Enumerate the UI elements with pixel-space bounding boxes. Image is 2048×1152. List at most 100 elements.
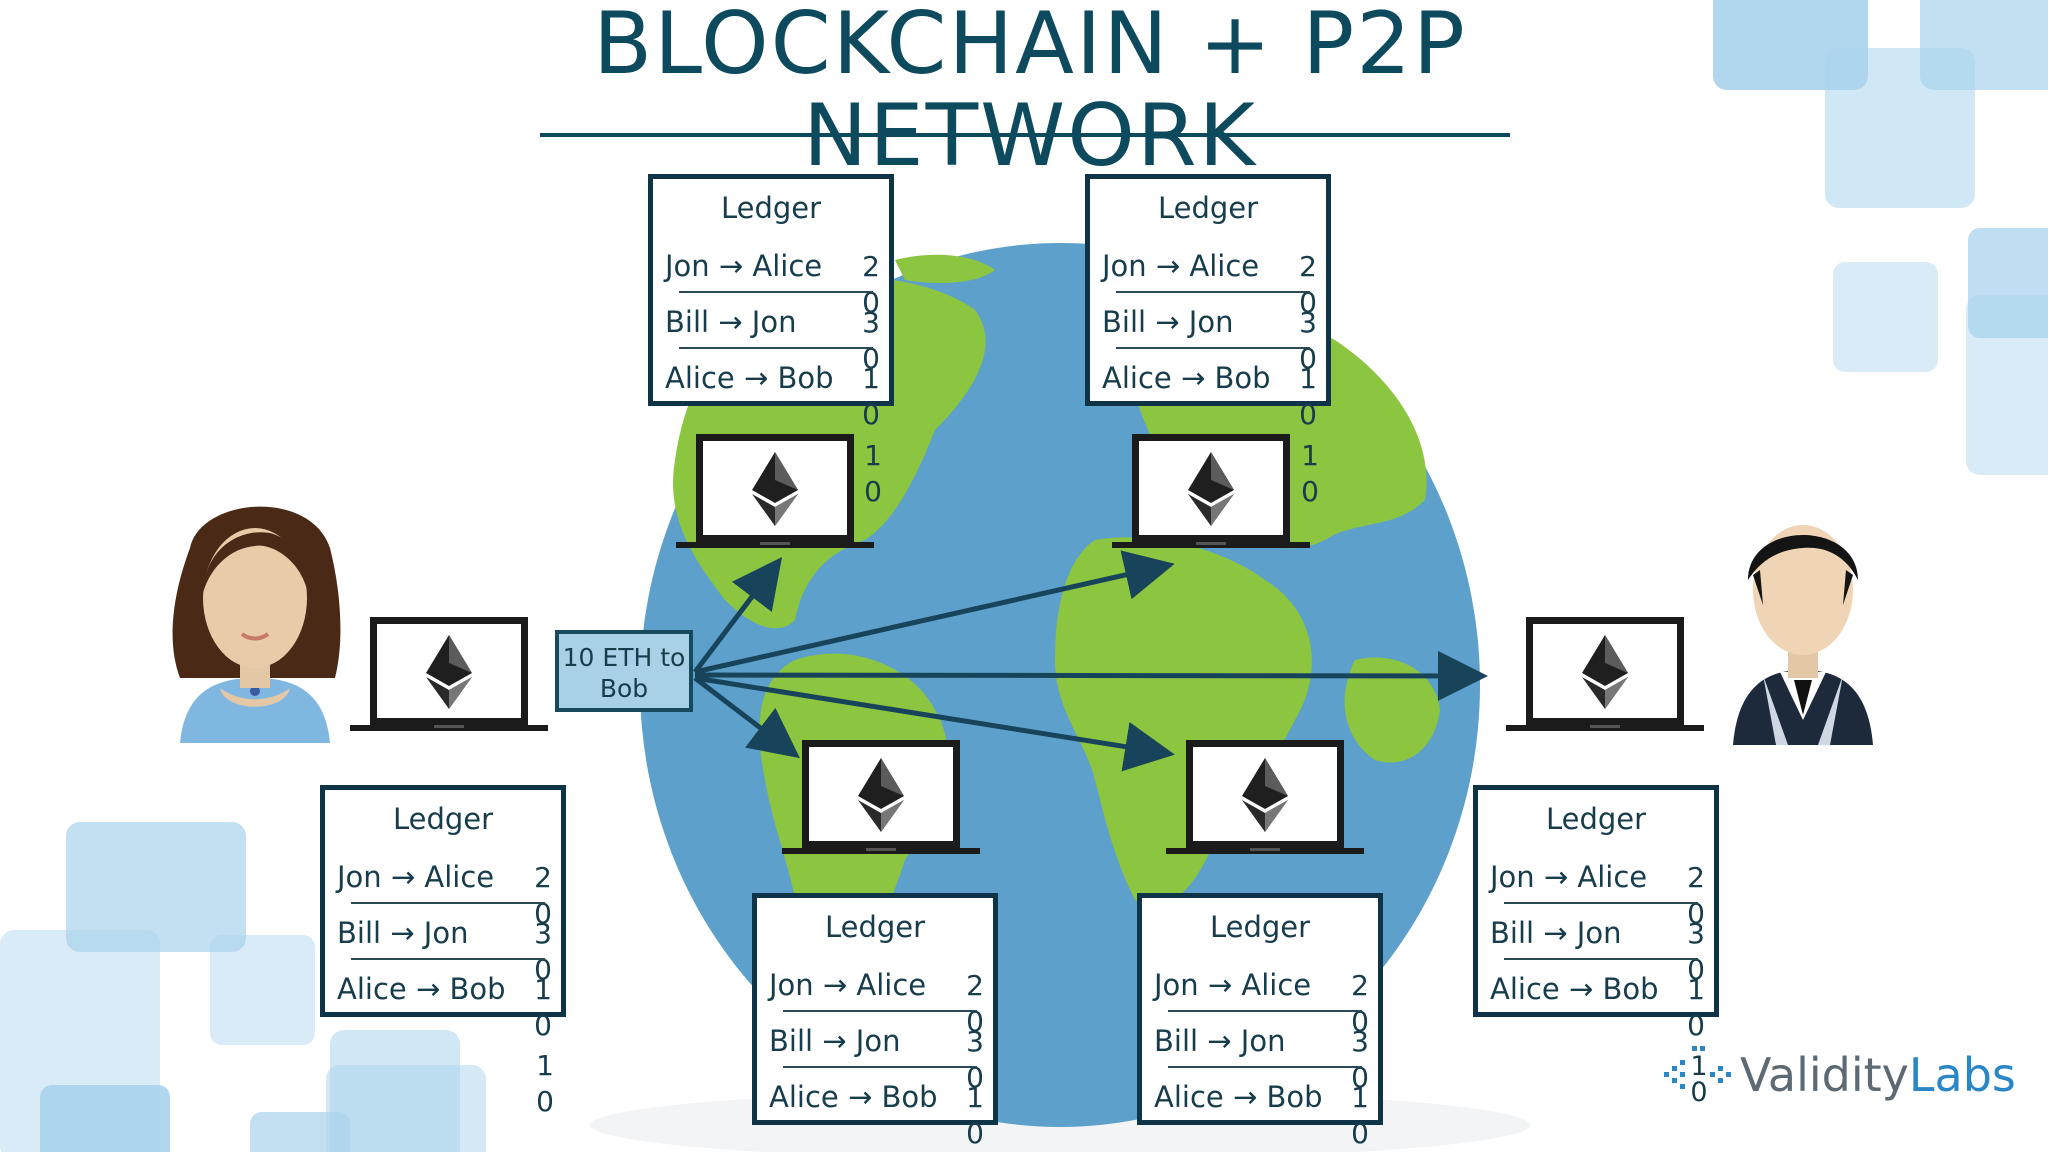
logo-badge-number: 10 [1690, 1051, 1708, 1108]
ledger-row-amount: 10 [534, 973, 552, 1042]
ledger-alice: Ledger Jon → Alice 20 Bill → Jon 30 Alice … [320, 785, 566, 1042]
ledger-row-rule [783, 1066, 977, 1068]
ledger-row-amount: 30 [534, 917, 552, 986]
ledger-row-text: Alice → Bob [1490, 972, 1659, 1006]
laptop-amount-label: 10 [1301, 439, 1319, 508]
ledger-row-text: Bill → Jon [769, 1024, 901, 1058]
ledger-row-text: Bill → Jon [1102, 305, 1234, 339]
ledger-row-text: Bill → Jon [337, 916, 469, 950]
ledger-row-amount: 10 [1351, 1081, 1369, 1150]
ledger-row: Alice → Bob 10 [1154, 1080, 1369, 1150]
ledger-row-text: Jon → Alice [337, 860, 495, 894]
page-title: BLOCKCHAIN + P2P NETWORK [593, 0, 1467, 186]
ledger-row-amount: 30 [1299, 306, 1317, 375]
ledger-row-rule [1504, 902, 1698, 904]
ledger-row: Jon → Alice 20 [1490, 860, 1705, 930]
ledger-row-rule [1504, 958, 1698, 960]
ledger-row: Bill → Jon 30 [1490, 916, 1705, 986]
ledger-row-amount: 10 [1687, 973, 1705, 1042]
ledger-row-rule [351, 958, 545, 960]
ledger-row: Alice → Bob 10 [1490, 972, 1705, 1042]
title-rule [540, 133, 1510, 137]
ledger-row-text: Jon → Alice [769, 968, 927, 1002]
ledger-top-right: Ledger Jon → Alice 20 Bill → Jon 30 Alice … [1085, 174, 1331, 431]
ledger-row-text: Alice → Bob [1154, 1080, 1323, 1114]
ledger-bob: Ledger Jon → Alice 20 Bill → Jon 30 Alice … [1473, 785, 1719, 1042]
ledger-row: Bill → Jon 30 [1102, 305, 1317, 375]
ledger-row-amount: 30 [1351, 1025, 1369, 1094]
ledger-row: Jon → Alice 20 [665, 249, 880, 319]
ledger-row-text: Jon → Alice [1154, 968, 1312, 1002]
ledger-amount-label: 10 [536, 1049, 554, 1118]
ledger-row: Alice → Bob 10 [769, 1080, 984, 1150]
ledger-row: Jon → Alice 20 [337, 860, 552, 930]
ledger-heading: Ledger [824, 910, 926, 944]
ledger-row: Jon → Alice 20 [1154, 968, 1369, 1038]
ledger-row-amount: 20 [862, 250, 880, 319]
ledger-row: Bill → Jon 30 [665, 305, 880, 375]
ledger-bottom-right: Ledger Jon → Alice 20 Bill → Jon 30 Alice … [1137, 893, 1383, 1150]
ledger-row-amount: 20 [966, 969, 984, 1038]
ledger-bottom-left: Ledger Jon → Alice 20 Bill → Jon 30 Alice … [752, 893, 998, 1150]
ledger-heading: Ledger [720, 191, 822, 225]
laptop-ethereum-icon [1112, 434, 1310, 548]
validitylabs-logo: 10 ValidityLabs [1662, 1040, 2022, 1120]
ledger-row-text: Alice → Bob [769, 1080, 938, 1114]
laptop-ethereum-icon [1166, 740, 1364, 854]
ledger-row-text: Bill → Jon [1490, 916, 1622, 950]
laptop-ethereum-icon [350, 617, 548, 731]
laptop-ethereum-icon [676, 434, 874, 548]
ledger-row-amount: 10 [966, 1081, 984, 1150]
ledger-row-text: Jon → Alice [665, 249, 823, 283]
ledger-row: Bill → Jon 30 [337, 916, 552, 986]
ledger-row-amount: 20 [1687, 861, 1705, 930]
ledger-row-text: Jon → Alice [1490, 860, 1648, 894]
ledger-heading: Ledger [1157, 191, 1259, 225]
ledger-row-text: Bill → Jon [665, 305, 797, 339]
laptop-amount-label: 10 [864, 439, 882, 508]
ledger-row: Alice → Bob 10 [665, 361, 880, 431]
ledger-heading: Ledger [1545, 802, 1647, 836]
ledger-row-amount: 20 [1299, 250, 1317, 319]
laptop-ethereum-icon [1506, 617, 1704, 731]
brand-prefix: Validity [1740, 1048, 1909, 1102]
ledger-heading: Ledger [392, 802, 494, 836]
woman-avatar-icon [172, 506, 341, 743]
ledger-row: Jon → Alice 20 [1102, 249, 1317, 319]
ledger-row-rule [351, 902, 545, 904]
ledger-row: Alice → Bob 10 [337, 972, 552, 1042]
ledger-row-text: Alice → Bob [337, 972, 506, 1006]
transaction-box: 10 ETH to Bob [555, 630, 693, 712]
ledger-row-text: Alice → Bob [1102, 361, 1271, 395]
ledger-row-amount: 20 [1351, 969, 1369, 1038]
ledger-row-amount: 20 [534, 861, 552, 930]
ledger-row-rule [1168, 1010, 1362, 1012]
ledger-row-rule [1116, 291, 1310, 293]
ledger-row-amount: 30 [862, 306, 880, 375]
brand-suffix: Labs [1908, 1048, 2016, 1102]
laptop-ethereum-icon [782, 740, 980, 854]
ledger-row: Alice → Bob 10 [1102, 361, 1317, 431]
ledger-row-rule [679, 347, 873, 349]
ledger-row-rule [1116, 347, 1310, 349]
ledger-top-left: Ledger Jon → Alice 20 Bill → Jon 30 Alice … [648, 174, 894, 431]
ledger-row-text: Bill → Jon [1154, 1024, 1286, 1058]
man-avatar-icon [1733, 525, 1873, 745]
ledger-row-rule [679, 291, 873, 293]
ledger-row-amount: 10 [862, 362, 880, 431]
ledger-row-rule [1168, 1066, 1362, 1068]
ledger-row-amount: 30 [1687, 917, 1705, 986]
ledger-heading: Ledger [1209, 910, 1311, 944]
ledger-row-rule [783, 1010, 977, 1012]
ledger-row-amount: 10 [1299, 362, 1317, 431]
ledger-row-amount: 30 [966, 1025, 984, 1094]
ledger-row-text: Jon → Alice [1102, 249, 1260, 283]
brand-name: ValidityLabs [1740, 1048, 2016, 1102]
ledger-row: Bill → Jon 30 [1154, 1024, 1369, 1094]
ledger-row: Bill → Jon 30 [769, 1024, 984, 1094]
ledger-row: Jon → Alice 20 [769, 968, 984, 1038]
ledger-row-text: Alice → Bob [665, 361, 834, 395]
validitylabs-logo-icon [1664, 1046, 1731, 1089]
